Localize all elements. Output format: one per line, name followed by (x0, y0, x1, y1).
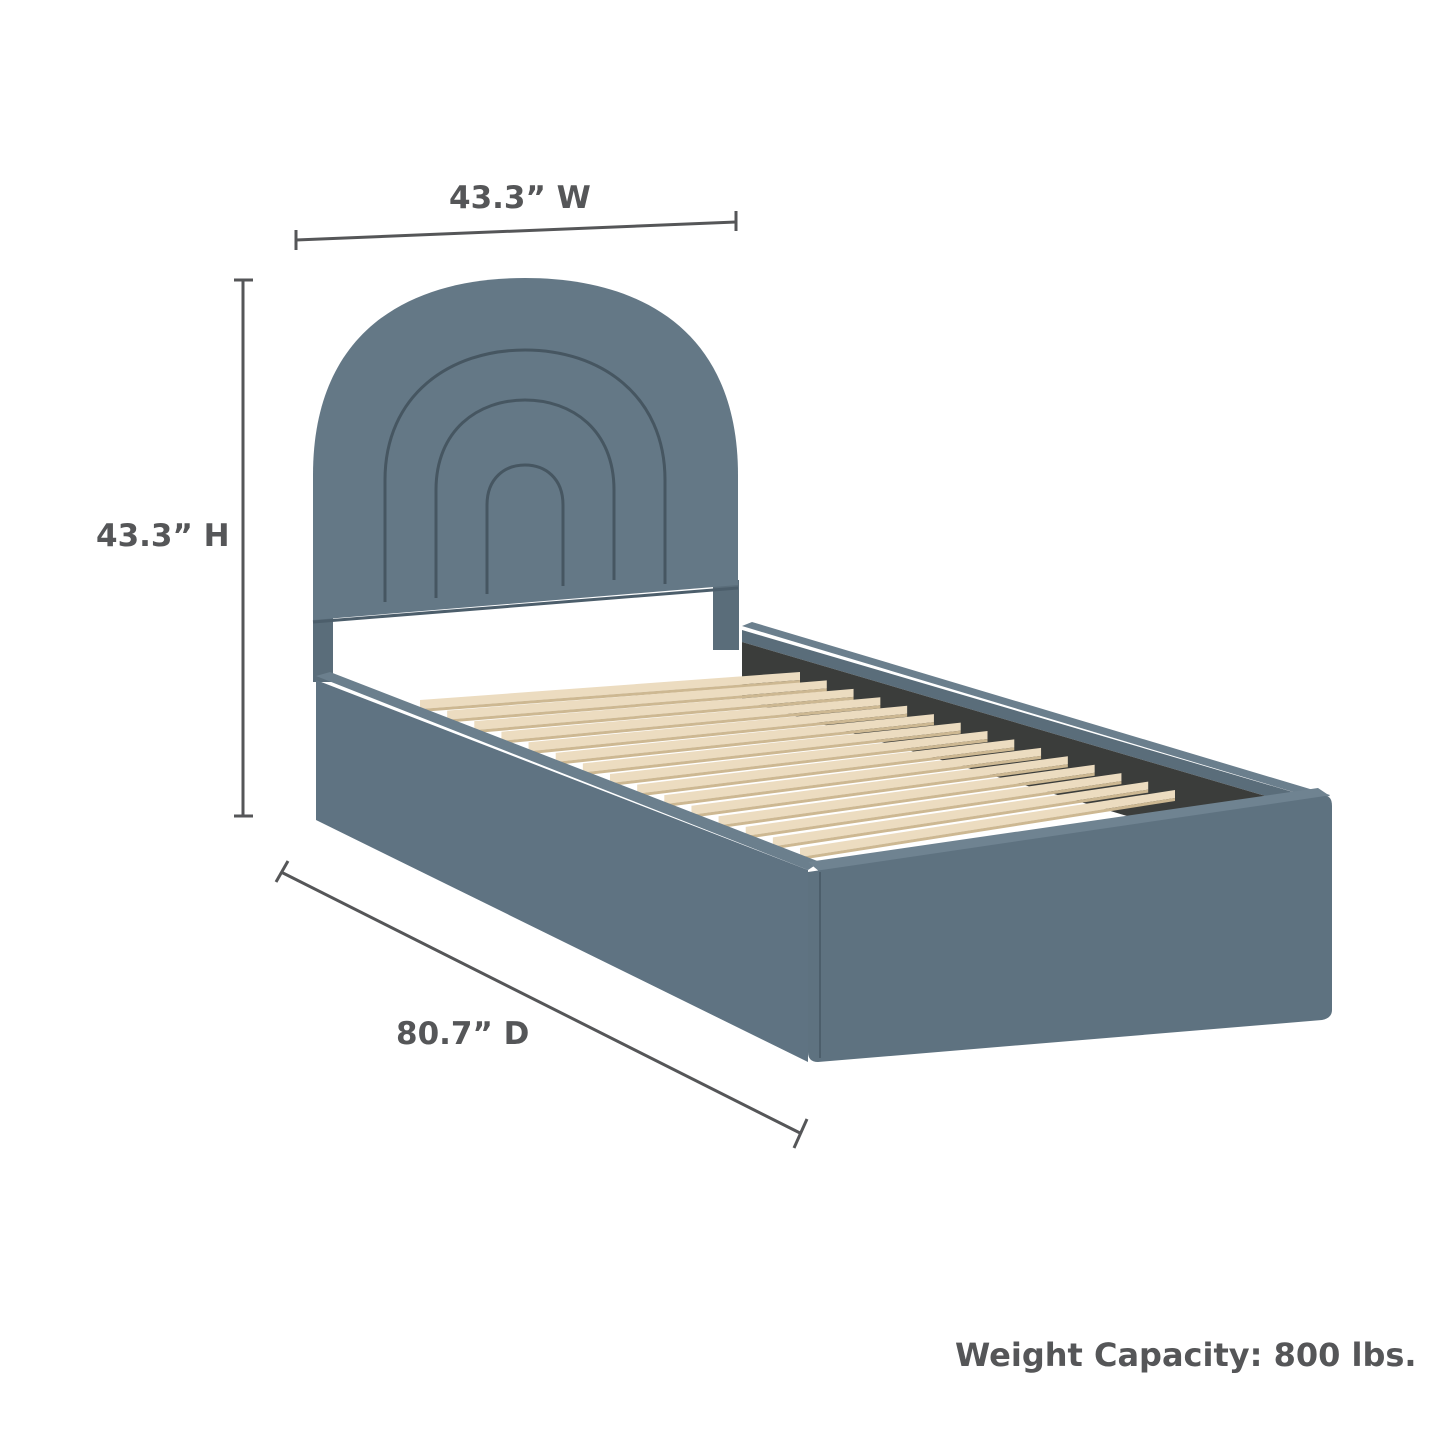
slat (420, 672, 800, 709)
weight-capacity-text: Weight Capacity: 800 lbs. (955, 1336, 1417, 1374)
slat (691, 756, 1068, 815)
slat (800, 790, 1175, 857)
slat (664, 747, 1042, 805)
width-label: 43.3” W (449, 180, 591, 216)
headboard-right-post (713, 580, 739, 650)
height-dimension-line (234, 278, 253, 818)
slat (745, 773, 1122, 836)
depth-dimension-line (274, 860, 809, 1149)
headboard (312, 278, 739, 624)
slat (474, 688, 854, 731)
right-side-rail (742, 622, 1330, 850)
slat (447, 680, 827, 720)
slat (582, 722, 961, 773)
slat (610, 731, 988, 783)
slat (718, 764, 1095, 826)
footboard (808, 788, 1332, 1062)
left-side-rail (316, 672, 820, 1062)
headboard-left-post (313, 612, 333, 682)
slat (528, 705, 908, 752)
slat (501, 697, 881, 741)
height-label: 43.3” H (96, 518, 230, 554)
width-dimension-line (294, 211, 738, 250)
depth-label: 80.7” D (396, 1016, 530, 1052)
slat (637, 739, 1015, 794)
slat (555, 714, 934, 762)
slat (772, 781, 1149, 847)
